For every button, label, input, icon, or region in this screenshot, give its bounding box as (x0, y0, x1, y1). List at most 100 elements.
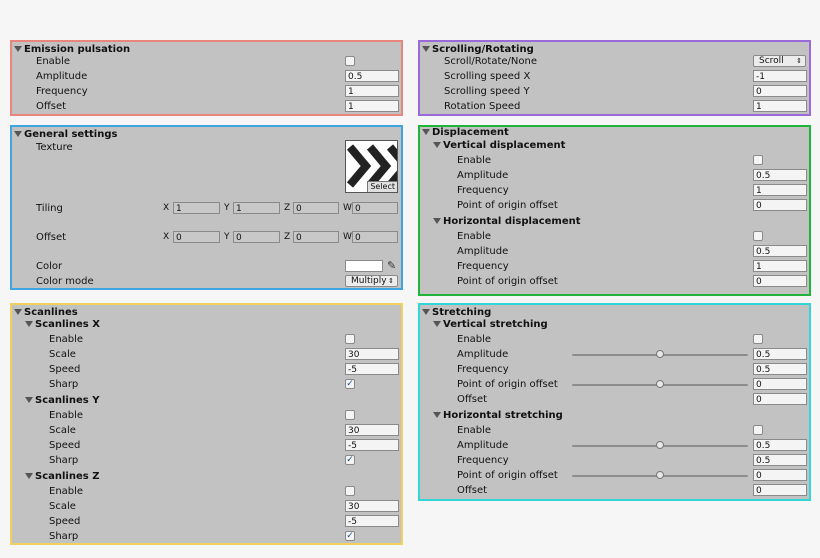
offset-x-field[interactable]: 0 (173, 231, 220, 243)
scrolling-rotating-header[interactable]: Scrolling/Rotating (420, 42, 809, 57)
foldout-triangle-icon[interactable] (14, 309, 22, 315)
horizontal-stretching-enable-checkbox[interactable] (753, 425, 763, 435)
foldout-triangle-icon[interactable] (14, 131, 22, 137)
foldout-triangle-icon[interactable] (433, 412, 441, 418)
speed-x-label: Scrolling speed X (444, 71, 531, 82)
horizontal-stretching-header[interactable]: Horizontal stretching (420, 408, 809, 423)
horizontal-stretching-offset-field[interactable]: 0 (753, 484, 807, 496)
scanlines-x-speed-field[interactable]: -5 (345, 363, 399, 375)
color-mode-value: Multiply (351, 276, 387, 286)
foldout-triangle-icon[interactable] (433, 321, 441, 327)
scanlines-z-enable-checkbox[interactable] (345, 486, 355, 496)
amplitude-label: Amplitude (36, 71, 88, 82)
tiling-z-field[interactable]: 0 (293, 202, 339, 214)
texture-select-button[interactable]: Select (367, 181, 397, 192)
foldout-triangle-icon[interactable] (433, 218, 441, 224)
scanlines-z-scale-field[interactable]: 30 (345, 500, 399, 512)
texture-slot[interactable]: Select (345, 140, 398, 193)
sharp-label: Sharp (49, 455, 79, 466)
vertical-origin-slider-thumb[interactable] (656, 380, 664, 388)
scanlines-y-scale-field[interactable]: 30 (345, 424, 399, 436)
axis-z-label: Z (284, 232, 291, 242)
vertical-stretching-offset-field[interactable]: 0 (753, 393, 807, 405)
foldout-triangle-icon[interactable] (422, 309, 430, 315)
eyedropper-icon[interactable]: ✎ (387, 259, 397, 272)
enable-checkbox[interactable] (345, 56, 355, 66)
scanlines-z-sharp-checkbox[interactable]: ✓ (345, 531, 355, 541)
scrolling-speed-y-field[interactable]: 0 (753, 85, 807, 97)
horizontal-displacement-frequency-field[interactable]: 1 (753, 260, 807, 272)
axis-w-label: W (343, 203, 352, 213)
vertical-displacement-amplitude-field[interactable]: 0.5 (753, 169, 807, 181)
scanlines-x-scale-field[interactable]: 30 (345, 348, 399, 360)
horizontal-displacement-amplitude-field[interactable]: 0.5 (753, 245, 807, 257)
horizontal-displacement-origin-field[interactable]: 0 (753, 275, 807, 287)
scanlines-x-sharp-checkbox[interactable]: ✓ (345, 379, 355, 389)
offset-y-field[interactable]: 0 (233, 231, 280, 243)
scanlines-y-header[interactable]: Scanlines Y (12, 393, 401, 408)
vertical-displacement-header[interactable]: Vertical displacement (420, 138, 809, 153)
foldout-triangle-icon[interactable] (25, 321, 33, 327)
scrolling-rotating-panel: Scrolling/Rotating Scroll/Rotate/None Sc… (418, 40, 811, 116)
horizontal-displacement-header[interactable]: Horizontal displacement (420, 214, 809, 229)
foldout-triangle-icon[interactable] (14, 46, 22, 52)
scanlines-z-speed-field[interactable]: -5 (345, 515, 399, 527)
section-title: Displacement (432, 127, 509, 138)
color-mode-dropdown[interactable]: Multiply⇕ (345, 275, 398, 287)
horizontal-amplitude-slider-thumb[interactable] (656, 441, 664, 449)
tiling-y-field[interactable]: 1 (233, 202, 280, 214)
amplitude-field[interactable]: 0.5 (345, 70, 399, 82)
tiling-w-field[interactable]: 0 (352, 202, 398, 214)
offset-z-field[interactable]: 0 (293, 231, 339, 243)
foldout-triangle-icon[interactable] (25, 473, 33, 479)
scanlines-y-enable-checkbox[interactable] (345, 410, 355, 420)
offset-w-field[interactable]: 0 (352, 231, 398, 243)
emission-pulsation-header[interactable]: Emission pulsation (12, 42, 401, 57)
vertical-amplitude-slider-thumb[interactable] (656, 350, 664, 358)
horizontal-stretching-origin-field[interactable]: 0 (753, 469, 807, 481)
foldout-triangle-icon[interactable] (422, 129, 430, 135)
foldout-triangle-icon[interactable] (422, 46, 430, 52)
vertical-displacement-origin-field[interactable]: 0 (753, 199, 807, 211)
scanlines-y-sharp-checkbox[interactable]: ✓ (345, 455, 355, 465)
horizontal-displacement-enable-checkbox[interactable] (753, 231, 763, 241)
frequency-label: Frequency (36, 86, 88, 97)
scroll-mode-dropdown[interactable]: Scroll⇕ (753, 55, 806, 67)
frequency-field[interactable]: 1 (345, 85, 399, 97)
offset-label: Offset (36, 232, 67, 243)
scanlines-y-speed-field[interactable]: -5 (345, 439, 399, 451)
vertical-stretching-origin-field[interactable]: 0 (753, 378, 807, 390)
color-swatch[interactable] (345, 260, 383, 272)
scanlines-x-enable-checkbox[interactable] (345, 334, 355, 344)
tiling-label: Tiling (36, 203, 63, 214)
foldout-triangle-icon[interactable] (433, 142, 441, 148)
displacement-header[interactable]: Displacement (420, 125, 809, 140)
scanlines-z-header[interactable]: Scanlines Z (12, 469, 401, 484)
rotation-speed-field[interactable]: 1 (753, 100, 807, 112)
vertical-stretching-amplitude-field[interactable]: 0.5 (753, 348, 807, 360)
horizontal-stretching-amplitude-field[interactable]: 0.5 (753, 439, 807, 451)
scrolling-speed-x-field[interactable]: -1 (753, 70, 807, 82)
subsection-title: Scanlines Y (35, 395, 100, 406)
vertical-displacement-enable-checkbox[interactable] (753, 155, 763, 165)
scanlines-x-header[interactable]: Scanlines X (12, 317, 401, 332)
horizontal-origin-slider-thumb[interactable] (656, 471, 664, 479)
tiling-x-field[interactable]: 1 (173, 202, 220, 214)
texture-label: Texture (36, 142, 73, 153)
vertical-stretching-enable-checkbox[interactable] (753, 334, 763, 344)
offset-field[interactable]: 1 (345, 100, 399, 112)
stretching-header[interactable]: Stretching (420, 305, 809, 320)
axis-w-label: W (343, 232, 352, 242)
vertical-stretching-frequency-field[interactable]: 0.5 (753, 363, 807, 375)
foldout-triangle-icon[interactable] (25, 397, 33, 403)
offset-label: Offset (457, 485, 488, 496)
general-settings-header[interactable]: General settings (12, 127, 401, 142)
scanlines-header[interactable]: Scanlines (12, 305, 401, 320)
vertical-stretching-header[interactable]: Vertical stretching (420, 317, 809, 332)
vertical-displacement-frequency-field[interactable]: 1 (753, 184, 807, 196)
horizontal-stretching-frequency-field[interactable]: 0.5 (753, 454, 807, 466)
mode-label: Scroll/Rotate/None (444, 56, 537, 67)
speed-label: Speed (49, 440, 81, 451)
subsection-title: Horizontal displacement (443, 216, 581, 227)
scale-label: Scale (49, 501, 76, 512)
